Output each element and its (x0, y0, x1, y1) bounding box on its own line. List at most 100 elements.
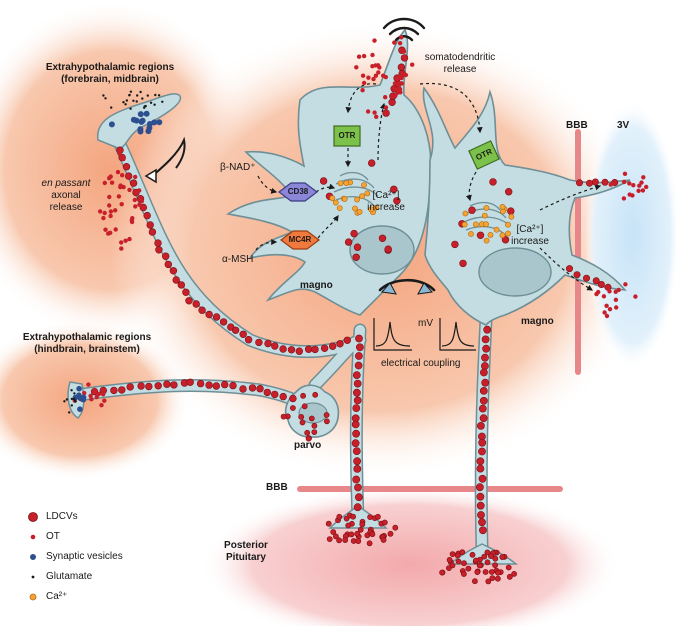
ot-peptide (472, 557, 479, 564)
third-ventricle-region (585, 100, 680, 370)
ldcv-vesicle (287, 346, 296, 354)
ot-peptide (107, 194, 112, 200)
ot-peptide (614, 305, 619, 310)
ldcv-dots (72, 35, 649, 585)
cd38-receptor (278, 182, 318, 202)
left-ap-trace (373, 318, 412, 351)
ldcv-vesicle (611, 179, 619, 187)
ot-peptide (299, 419, 306, 426)
synapse-contact (149, 136, 186, 179)
ot-peptide (373, 63, 378, 68)
ot-peptide (623, 282, 628, 287)
ot-peptide (492, 562, 498, 569)
ot-peptide (326, 536, 333, 542)
ot-peptide (133, 174, 138, 180)
ot-peptide (300, 392, 306, 399)
ot-peptide (94, 394, 99, 400)
calcium-ion (483, 221, 489, 228)
ot-peptide (359, 521, 366, 528)
ot-peptide (601, 294, 607, 299)
ot-peptide (101, 215, 106, 221)
ldcv-vesicle (248, 384, 257, 392)
ot-peptide (304, 429, 311, 436)
ot-peptide (604, 303, 609, 308)
ldcv-vesicle (231, 326, 240, 334)
ldcv-vesicle (182, 288, 190, 296)
ldcv-vesicle (479, 386, 488, 395)
calcium-ion (356, 208, 363, 215)
glutamate-molecule (136, 94, 139, 97)
ldcv-vesicle (390, 185, 398, 194)
ca-right-line1: [Ca²⁺] (516, 224, 544, 235)
ot-peptide (102, 180, 108, 186)
ldcv-vesicle (196, 379, 205, 388)
ot-peptide (460, 571, 467, 577)
synapse-triangle (144, 168, 157, 184)
ldcv-vesicle (476, 492, 485, 501)
calcium-ion (461, 221, 468, 228)
bbb-right-label: BBB (566, 120, 588, 131)
ot-peptide (350, 513, 356, 520)
ldcv-vesicle (343, 336, 351, 344)
ldcv-vesicle (239, 330, 247, 338)
ot-peptide (398, 90, 403, 95)
ldcv-vesicle (393, 197, 401, 205)
ot-peptide (103, 227, 108, 232)
glutamate-dots (63, 90, 164, 414)
glutamate-molecule (132, 99, 135, 103)
ot-peptide (449, 551, 456, 557)
synaptic-vesicle (143, 110, 150, 117)
ot-peptide (613, 289, 618, 294)
ldcv-vesicle (295, 347, 303, 355)
ot-peptide (449, 562, 456, 569)
glutamate-molecule (70, 397, 74, 401)
ldcv-vesicle (110, 386, 118, 395)
ot-peptide (469, 551, 476, 558)
ot-peptide (371, 76, 376, 82)
ot-peptide (487, 553, 494, 559)
glutamate-molecule (72, 397, 76, 401)
calcium-ion (505, 230, 511, 237)
ot-peptide (108, 209, 114, 214)
ldcv-vesicle (368, 159, 376, 167)
ot-peptide (354, 65, 359, 70)
ot-peptide (403, 72, 409, 78)
ot-peptide (336, 537, 342, 544)
ldcv-vesicle (475, 483, 484, 492)
ldcv-vesicle (271, 390, 279, 399)
gap-junction (378, 278, 436, 292)
ot-peptide (639, 180, 644, 185)
ldcv-vesicle (311, 345, 319, 354)
ot-peptide (376, 70, 381, 75)
glutamate-molecule (73, 392, 76, 395)
ot-peptide (133, 204, 138, 209)
ldcv-vesicle (505, 188, 513, 196)
ot-peptide (130, 216, 135, 221)
ot-peptide (107, 203, 112, 208)
ot-peptide (121, 184, 126, 190)
ot-peptide (374, 513, 381, 520)
ot-peptide (474, 569, 481, 575)
ldcv-vesicle (582, 274, 590, 282)
ldcv-vesicle (279, 345, 287, 353)
calcium-ion (483, 237, 490, 244)
ldcv-vesicle (271, 342, 279, 350)
ot-peptide (367, 514, 373, 520)
ot-peptide (139, 199, 144, 204)
calcium-ion (359, 193, 365, 200)
ldcv-vesicle (352, 253, 360, 261)
ldcv-vesicle (172, 276, 180, 284)
ldcv-vesicle (592, 277, 600, 285)
ldcv-vesicle (148, 228, 157, 236)
ldcv-vesicle (219, 318, 228, 326)
glutamate-molecule (153, 103, 156, 106)
ot-peptide (484, 549, 491, 556)
synaptic-vesicle (156, 119, 163, 126)
ot-peptide (392, 524, 399, 531)
electrical-traces (373, 318, 476, 351)
pituitary-label-line1: Posterior (224, 540, 268, 551)
ldcv-vesicle (481, 378, 490, 387)
ot-peptide (99, 403, 104, 408)
glutamate-molecule (141, 97, 144, 100)
